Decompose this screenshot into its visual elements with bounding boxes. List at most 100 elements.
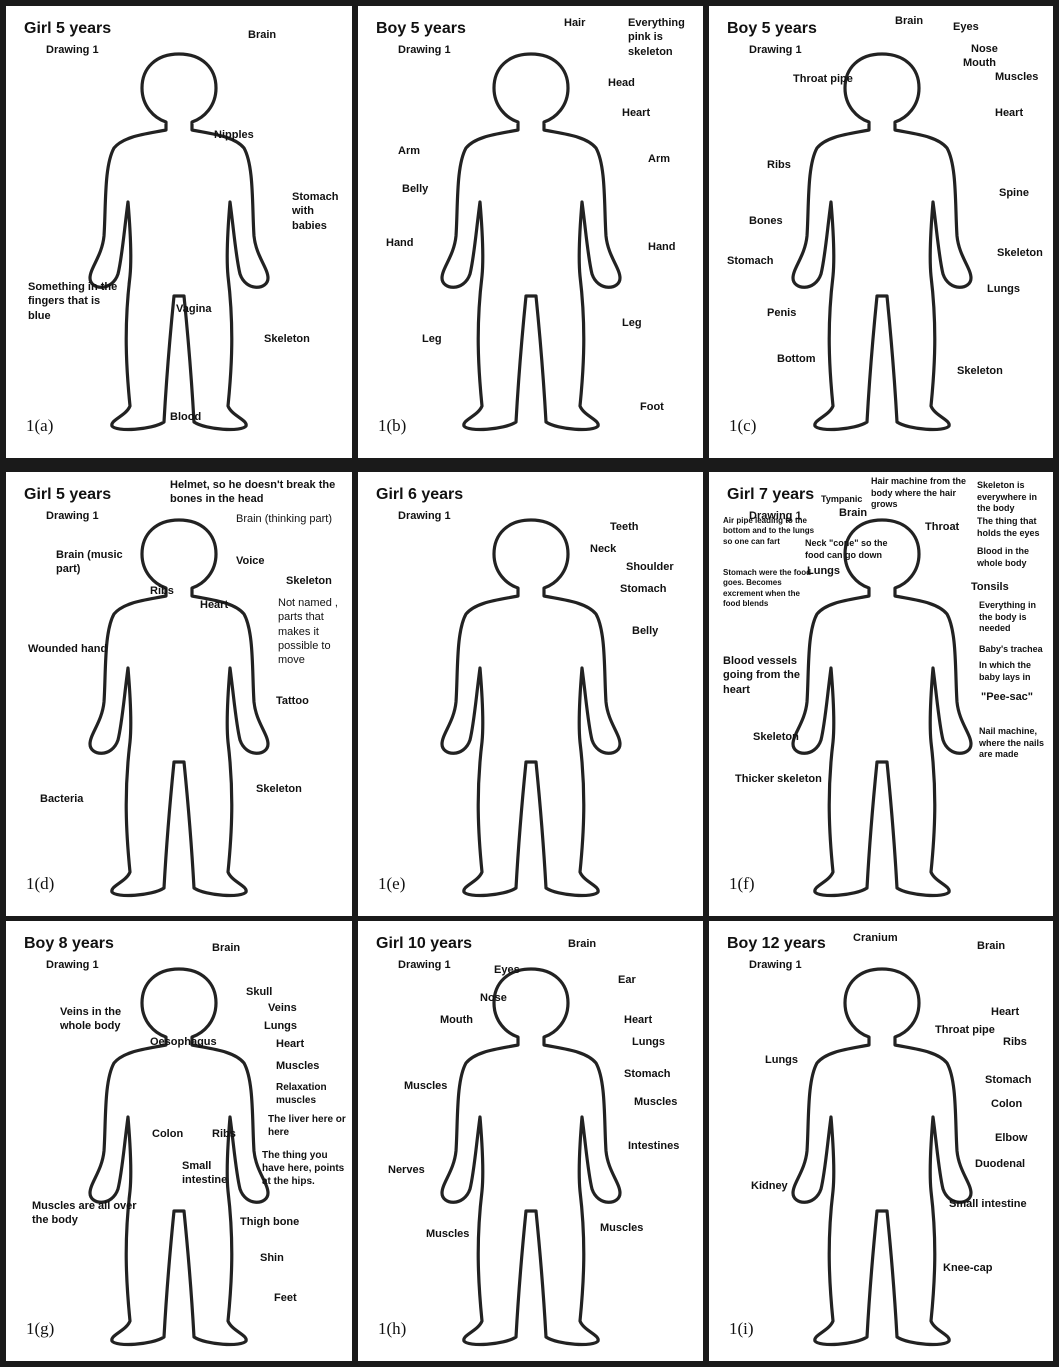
label-throat: Throat — [925, 520, 959, 534]
panel-1g: Boy 8 years Drawing 1 Brain Skull Veins … — [6, 921, 352, 1361]
body-outline-drawing — [358, 6, 703, 458]
label-skeleton-upper: Skeleton — [997, 246, 1043, 260]
label-everything-needed: Everything in the body is needed — [979, 600, 1049, 635]
label-muscles-lower-right: Muscles — [600, 1221, 643, 1235]
label-bones: Bones — [749, 214, 783, 228]
label-throat-pipe: Throat pipe — [935, 1023, 995, 1037]
label-neck: Neck — [590, 542, 616, 556]
body-outline-drawing — [358, 472, 703, 916]
label-leg-left: Leg — [422, 332, 442, 346]
label-eyes: Eyes — [494, 963, 520, 977]
label-lungs: Lungs — [264, 1019, 297, 1033]
panel-subtitle: Drawing 1 — [46, 44, 99, 56]
label-nipples: Nipples — [214, 128, 254, 142]
label-colon: Colon — [991, 1097, 1022, 1111]
panel-title: Boy 5 years — [727, 20, 817, 38]
label-foot: Foot — [640, 400, 664, 414]
label-stomach: Stomach — [985, 1073, 1031, 1087]
label-oesophagus: Oesophagus — [150, 1035, 217, 1049]
label-spine: Spine — [999, 186, 1029, 200]
panel-1e: Girl 6 years Drawing 1 Teeth Neck Should… — [358, 472, 703, 916]
label-vagina: Vagina — [176, 302, 211, 316]
label-tonsils: Tonsils — [971, 580, 1009, 594]
label-brain-music: Brain (music part) — [56, 548, 128, 577]
label-stomach: Stomach — [624, 1067, 670, 1081]
panel-title: Girl 10 years — [376, 935, 472, 953]
label-intestines: Intestines — [628, 1139, 679, 1153]
label-brain: Brain — [568, 937, 596, 951]
label-heart: Heart — [622, 106, 650, 120]
panel-caption: 1(e) — [378, 874, 405, 894]
label-throat-pipe: Throat pipe — [793, 72, 853, 86]
label-pink-skeleton: Everything pink is skeleton — [628, 16, 694, 59]
label-ribs: Ribs — [1003, 1035, 1027, 1049]
label-feet: Feet — [274, 1291, 297, 1305]
label-muscles: Muscles — [995, 70, 1038, 84]
label-brain: Brain — [248, 28, 276, 42]
label-muscles-lower-left: Muscles — [426, 1227, 469, 1241]
panel-caption: 1(d) — [26, 874, 54, 894]
label-skeleton-upper: Skeleton — [286, 574, 332, 588]
label-belly: Belly — [402, 182, 428, 196]
panel-1d: Girl 5 years Drawing 1 Helmet, so he doe… — [6, 472, 352, 916]
label-shin: Shin — [260, 1251, 284, 1265]
label-skeleton-everywhere: Skeleton is everywhere in the body — [977, 480, 1049, 515]
panel-caption: 1(i) — [729, 1319, 754, 1339]
label-ribs: Ribs — [212, 1127, 236, 1141]
panel-title: Boy 8 years — [24, 935, 114, 953]
panel-caption: 1(g) — [26, 1319, 54, 1339]
label-bottom: Bottom — [777, 352, 816, 366]
label-ribs: Ribs — [767, 158, 791, 172]
label-heart: Heart — [624, 1013, 652, 1027]
panel-caption: 1(a) — [26, 416, 53, 436]
panel-1f: Girl 7 years Drawing 1 Hair machine from… — [709, 472, 1053, 916]
label-baby-lays: In which the baby lays in — [979, 660, 1049, 683]
label-small-intestine: Small intestine — [182, 1159, 234, 1188]
label-duodenal: Duodenal — [975, 1157, 1025, 1171]
label-heart: Heart — [276, 1037, 304, 1051]
panel-caption: 1(c) — [729, 416, 756, 436]
panel-subtitle: Drawing 1 — [398, 959, 451, 971]
label-brain: Brain — [839, 506, 867, 520]
label-brain-thinking: Brain (thinking part) — [236, 512, 336, 526]
label-heart: Heart — [995, 106, 1023, 120]
label-hair: Hair — [564, 16, 585, 30]
label-elbow: Elbow — [995, 1131, 1027, 1145]
panel-subtitle: Drawing 1 — [749, 44, 802, 56]
label-bacteria: Bacteria — [40, 792, 83, 806]
label-colon: Colon — [152, 1127, 183, 1141]
panel-caption: 1(h) — [378, 1319, 406, 1339]
label-baby-trachea: Baby's trachea — [979, 644, 1043, 656]
panel-title: Boy 5 years — [376, 20, 466, 38]
label-nose: Nose — [480, 991, 507, 1005]
label-arm-left: Arm — [398, 144, 420, 158]
label-wounded-hand: Wounded hand — [28, 642, 107, 656]
label-muscles-all-over: Muscles are all over the body — [32, 1199, 142, 1228]
panel-title: Girl 7 years — [727, 486, 814, 504]
label-skeleton-lower: Skeleton — [256, 782, 302, 796]
panel-1c: Boy 5 years Drawing 1 Brain Eyes Nose Mo… — [709, 6, 1053, 458]
panel-subtitle: Drawing 1 — [398, 44, 451, 56]
label-brain: Brain — [895, 14, 923, 28]
label-lungs: Lungs — [765, 1053, 798, 1067]
panel-1b: Boy 5 years Drawing 1 Hair Everything pi… — [358, 6, 703, 458]
label-brain: Brain — [977, 939, 1005, 953]
panel-1h: Girl 10 years Drawing 1 Brain Eyes Ear N… — [358, 921, 703, 1361]
label-skull: Skull — [246, 985, 272, 999]
label-kidney: Kidney — [751, 1179, 788, 1193]
panel-subtitle: Drawing 1 — [398, 510, 451, 522]
label-blue-fingers: Something in the fingers that is blue — [28, 280, 124, 323]
label-small-intestine: Small intestine — [949, 1197, 1027, 1211]
panel-caption: 1(f) — [729, 874, 754, 894]
label-nail-machine: Nail machine, where the nails are made — [979, 726, 1049, 761]
panel-title: Girl 6 years — [376, 486, 463, 504]
label-stomach-with-babies: Stomach with babies — [292, 190, 348, 233]
label-skeleton: Skeleton — [753, 730, 799, 744]
label-mouth: Mouth — [963, 56, 996, 70]
label-ribs: Ribs — [150, 584, 174, 598]
label-veins: Veins — [268, 1001, 297, 1015]
panel-subtitle: Drawing 1 — [749, 959, 802, 971]
label-teeth: Teeth — [610, 520, 639, 534]
label-skeleton-lower: Skeleton — [957, 364, 1003, 378]
label-lungs: Lungs — [632, 1035, 665, 1049]
